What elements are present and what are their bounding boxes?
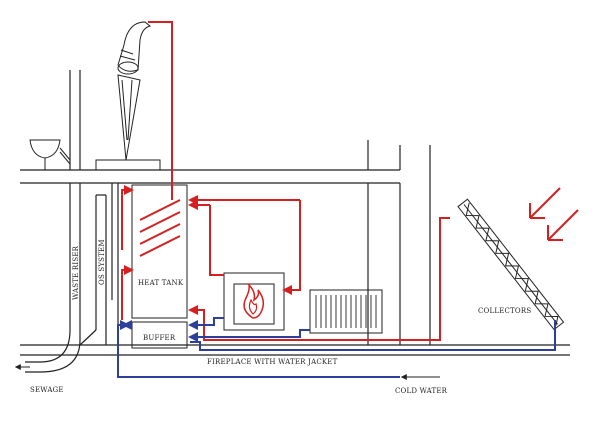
label-waste-riser: WASTE RISER — [72, 245, 80, 300]
sink-icon — [29, 139, 71, 170]
hot-water-pipes — [121, 21, 450, 341]
sun-arrow-icon — [529, 187, 579, 241]
flame-icon — [243, 282, 265, 319]
buffer-tank — [131, 321, 188, 349]
label-sewage: SEWAGE — [30, 386, 64, 394]
building-walls — [20, 70, 570, 373]
label-buffer: BUFFER — [143, 334, 176, 342]
label-heat-tank: HEAT TANK — [138, 279, 184, 287]
label-fireplace: FIREPLACE WITH WATER JACKET — [207, 358, 338, 366]
label-os-system: OS SYSTEM — [98, 239, 106, 285]
fireplace — [223, 272, 285, 331]
label-cold-water: COLD WATER — [395, 387, 448, 395]
cold-water-pipes — [117, 317, 556, 378]
shower-icon — [95, 21, 161, 171]
solar-collectors — [457, 198, 565, 331]
radiator-icon — [309, 289, 383, 334]
heat-tank — [131, 184, 188, 319]
label-collectors: COLLECTORS — [478, 307, 531, 315]
